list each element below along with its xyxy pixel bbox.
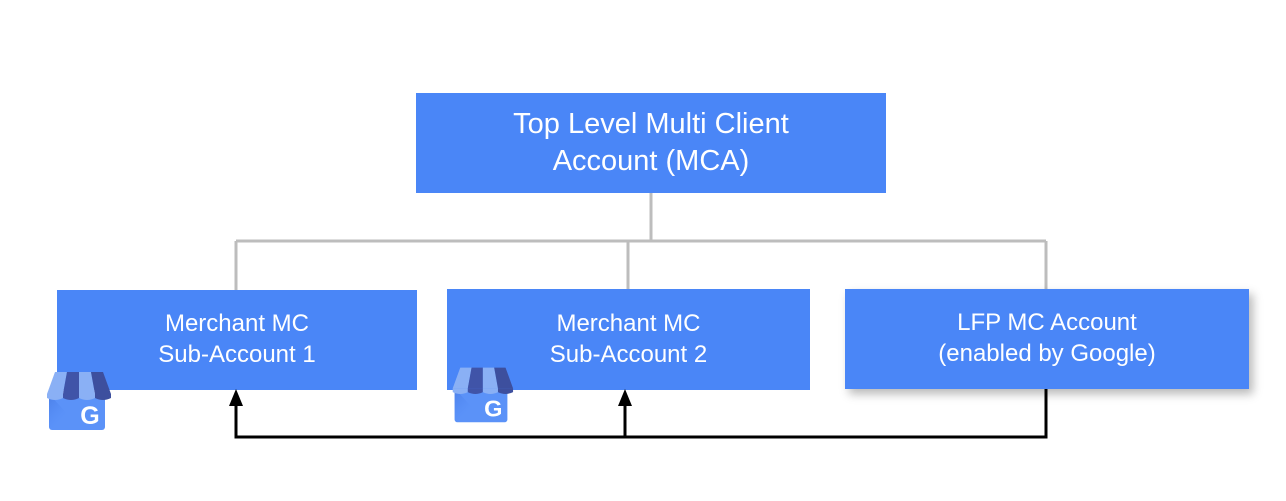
node-merchant-sub-account-1[interactable]: Merchant MC Sub-Account 1 (57, 290, 417, 390)
node-merchant-sub-account-2-label: Merchant MC Sub-Account 2 (549, 309, 708, 368)
node-top-level-mca[interactable]: Top Level Multi Client Account (MCA) (416, 93, 886, 193)
node-lfp-mc-account[interactable]: LFP MC Account (enabled by Google) (845, 289, 1249, 389)
svg-text:G: G (80, 402, 99, 430)
node-merchant-sub-account-1-label: Merchant MC Sub-Account 1 (158, 310, 316, 368)
arrowhead-to-sub-account-1 (229, 389, 243, 406)
google-business-profile-icon: G (47, 372, 111, 430)
google-business-profile-icon: G (452, 367, 514, 423)
node-merchant-sub-account-2[interactable]: Merchant MC Sub-Account 2 (447, 289, 810, 390)
arrowhead-to-sub-account-2 (618, 389, 632, 406)
feedback-path-lfp-to-subaccounts (234, 389, 1048, 439)
node-top-level-mca-label: Top Level Multi Client Account (MCA) (513, 107, 789, 177)
node-lfp-mc-account-label: LFP MC Account (enabled by Google) (938, 309, 1156, 367)
svg-text:G: G (484, 396, 502, 422)
